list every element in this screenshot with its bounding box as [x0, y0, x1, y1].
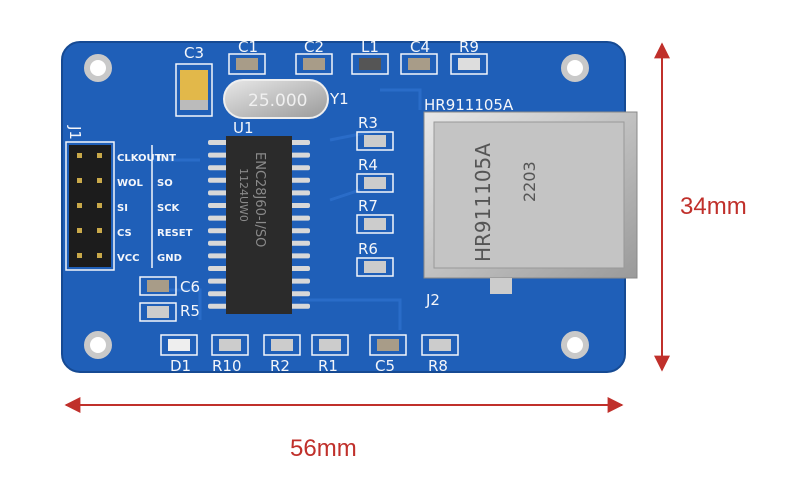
chip-marking: ENC28J60-I/SO [252, 152, 267, 247]
label-d1: D1 [170, 357, 191, 375]
label-j2: J2 [425, 291, 440, 309]
label-c3: C3 [184, 44, 204, 62]
width-label: 56mm [290, 435, 357, 462]
label-l1: L1 [361, 38, 379, 56]
rj45-jack-j2: HR911105A HR911105A 2203 J2 [423, 96, 638, 309]
chip-pin [208, 190, 228, 196]
label-r9: R9 [459, 38, 479, 56]
chip-pin [208, 215, 228, 221]
label-r10: R10 [212, 357, 242, 375]
label-c6: C6 [180, 278, 200, 296]
pin-label: CS [117, 228, 132, 239]
label-r2: R2 [270, 357, 290, 375]
chip-pin [290, 266, 310, 271]
pin-label: WOL [117, 178, 144, 189]
jack-silk-label: HR911105A [424, 96, 514, 114]
label-r5: R5 [180, 302, 200, 320]
chip-pin [290, 165, 310, 171]
pin-label: VCC [117, 253, 139, 264]
label-c2: C2 [304, 38, 324, 56]
chip-pin [290, 190, 310, 196]
pin-label: RESET [157, 228, 193, 239]
chip-pin [208, 240, 228, 246]
chip-pin [208, 278, 228, 284]
chip-pin [290, 291, 310, 297]
crystal-y1: 25.000 Y1 [223, 79, 349, 119]
chip-pin [290, 228, 310, 234]
chip-pin [290, 253, 310, 259]
pin-label: CLKOUT [117, 153, 162, 164]
chip-marking: 1124UW0 [237, 168, 250, 222]
chip-pin [290, 278, 310, 284]
chip-pin [208, 228, 228, 234]
resistors-right [356, 131, 394, 277]
chip-pin [208, 291, 228, 297]
capacitor-c3: C3 [175, 44, 213, 117]
crystal-marking: 25.000 [248, 91, 307, 111]
pin-label: SCK [157, 203, 181, 214]
chip-pin [290, 240, 310, 246]
pin-label: SI [117, 203, 128, 214]
label-r7: R7 [358, 197, 378, 215]
chip-pin [208, 140, 228, 145]
label-c1: C1 [238, 38, 258, 56]
label-r8: R8 [428, 357, 448, 375]
chip-pin [208, 266, 228, 271]
label-j1: J1 [66, 125, 84, 140]
chip-pin [208, 303, 228, 309]
chip-pin [290, 303, 310, 309]
jack-marking: 2203 [520, 161, 539, 202]
label-c4: C4 [410, 38, 430, 56]
chip-pin [208, 177, 228, 183]
smd-row-bottom [160, 334, 459, 356]
chip-pin [208, 152, 228, 158]
chip-pin [208, 203, 228, 208]
label-r6: R6 [358, 240, 378, 258]
dimension-width: 56mm [64, 397, 624, 462]
dimension-height: 34mm [654, 42, 747, 372]
chip-pin [290, 203, 310, 208]
pin-header-j1: J1 CLKOUT WOL SI CS VCC INT SO SCK RESET… [65, 125, 193, 271]
label-c5: C5 [375, 357, 395, 375]
label-r3: R3 [358, 114, 378, 132]
pin-label: INT [157, 153, 176, 164]
chip-pin [290, 152, 310, 158]
smd-row-top [228, 53, 488, 75]
chip-pin [290, 140, 310, 145]
jack-marking: HR911105A [471, 143, 495, 262]
chip-u1: U1 ENC28J60-I/SO 1124UW0 [208, 119, 310, 314]
mounting-holes [84, 54, 589, 359]
chip-pin [208, 165, 228, 171]
label-y1: Y1 [329, 90, 349, 108]
label-u1: U1 [233, 119, 254, 137]
chip-pin [290, 215, 310, 221]
chip-pin [208, 253, 228, 259]
height-label: 34mm [680, 193, 747, 220]
smd-left [139, 276, 177, 322]
chip-pin [290, 177, 310, 183]
pin-label: SO [157, 178, 173, 189]
pin-label: GND [157, 253, 182, 264]
label-r1: R1 [318, 357, 338, 375]
label-r4: R4 [358, 156, 378, 174]
